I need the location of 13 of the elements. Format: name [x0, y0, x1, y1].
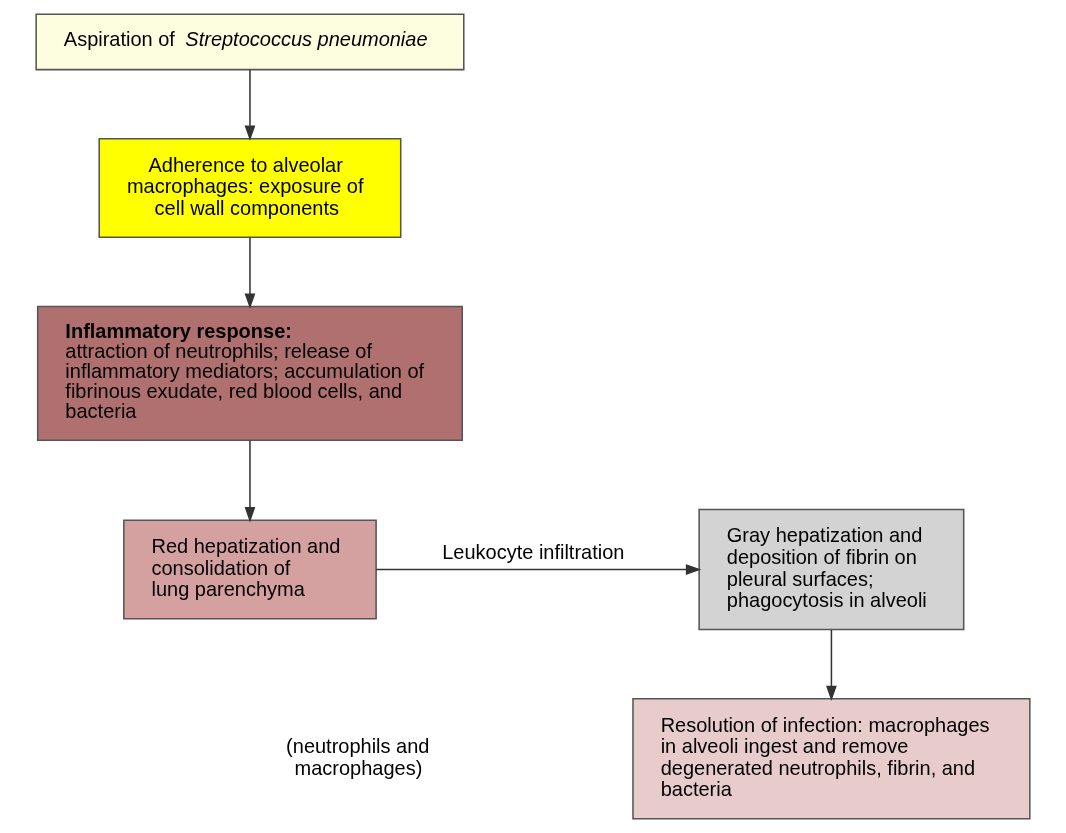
node-box: Adherence to alveolar macrophages: exposure of cell wall components: [98, 138, 402, 239]
node-box: Gray hepatization and deposition of fibrin on pleural surfaces; phagocytosis in alveoli: [698, 508, 965, 631]
node-box: Inflammatory response: attraction of neutrophils; release of inflammatory mediators; accumulation of fibrinous exudate, red blood cells, and bacteria: [36, 305, 463, 442]
arrow: [244, 236, 256, 309]
edge-label: Leukocyte infiltration: [442, 541, 625, 564]
node-box: Aspiration of Streptococcus pneumoniae: [35, 13, 465, 71]
node-box: Resolution of infection: macrophages in alveoli ingest and remove degenerated neutrophils, fibrin, and bacteria: [632, 698, 1031, 820]
node-box: Red hepatization and consolidation of lung parenchyma: [123, 519, 377, 620]
arrow: [244, 440, 256, 523]
label: (neutrophils and macrophages): [286, 735, 430, 779]
arrow: [244, 68, 256, 141]
arrow: [826, 629, 837, 702]
arrow: [375, 564, 702, 575]
